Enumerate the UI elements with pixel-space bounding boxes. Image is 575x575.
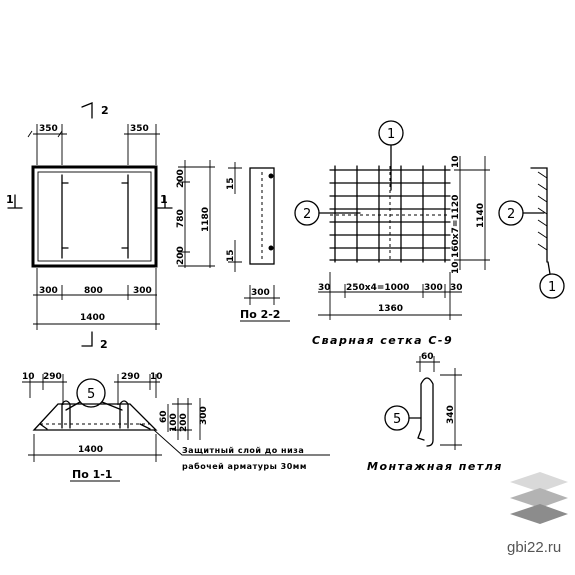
side-mark-left: 1 — [6, 193, 14, 206]
dim-lines-right — [178, 160, 215, 268]
section-1-1-dim-tr-2: 10 — [150, 372, 163, 382]
mesh-dim-right-top: 10 — [451, 155, 461, 168]
mesh-caption: Сварная сетка С-9 — [312, 334, 453, 347]
slab-inner-outline — [37, 171, 152, 262]
section-1-1-dim-bottom: 1400 — [78, 445, 103, 455]
section-1-1-dim-tl-2: 290 — [43, 372, 62, 382]
section-1-1-callout: 5 — [87, 387, 95, 402]
section-2-2-dim-width-line — [244, 285, 280, 305]
section-2-2-body — [249, 167, 275, 265]
plan-view: 2 350 350 1 1 200 780 200 1180 300 800 3… — [6, 102, 215, 351]
mesh-dim-bottom-1: 30 — [318, 283, 331, 293]
section-1-1-loop-left — [61, 400, 71, 429]
section-2-2-caption: По 2-2 — [240, 308, 280, 321]
section-2-2-dim-lines — [228, 162, 242, 272]
lifting-loop-shape — [417, 377, 434, 447]
mesh-dim-lines-bottom — [318, 272, 462, 320]
section-2-2-dim-bottom: 15 — [226, 249, 236, 262]
section-mark-arrow-top — [81, 102, 93, 119]
section-1-1-dim-tl-1: 10 — [22, 372, 35, 382]
section-1-1-dim-tr-1: 290 — [121, 372, 140, 382]
mesh-callout-left: 2 — [303, 207, 311, 222]
section-1-1-callout-leaders — [65, 401, 123, 411]
dim-lines-bottom — [33, 268, 160, 330]
dim-bottom-part-1: 300 — [39, 286, 58, 296]
section-1-1-caption: По 1-1 — [72, 468, 112, 481]
welded-mesh: 1 2 10 160x7=1120 10 1140 30 250x4=1000 … — [294, 120, 565, 347]
mesh-dim-lines-right — [454, 156, 490, 270]
dim-top-left: 350 — [39, 124, 58, 134]
section-2-2-dim-top: 15 — [226, 177, 236, 190]
side-mark-right-arrow — [157, 195, 173, 209]
mesh-side-callout-bottom-leader — [547, 261, 551, 275]
mesh-side-callout-bottom-circle — [539, 273, 565, 299]
section-2-2: 15 15 300 По 2-2 — [226, 162, 290, 322]
section-1-1-note-leader — [153, 429, 330, 456]
section-1-1-dim-v-3: 200 — [179, 413, 189, 432]
dim-right-part-3: 200 — [176, 246, 186, 265]
watermark-text: gbi22.ru — [507, 539, 561, 556]
section-1-1-dim-line-bottom — [28, 434, 162, 462]
loop-marks — [61, 182, 129, 249]
section-1-1-loop-right — [119, 400, 129, 429]
mesh-dim-bottom-4: 30 — [450, 283, 463, 293]
dim-bottom-part-2: 800 — [84, 286, 103, 296]
dim-bottom-total: 1400 — [80, 313, 105, 323]
mesh-callout-top: 1 — [387, 127, 395, 142]
mesh-grid — [329, 165, 451, 263]
section-1-1-dim-lines-left — [22, 374, 67, 405]
section-1-1-callout-circle — [76, 378, 106, 408]
dim-bottom-part-3: 300 — [133, 286, 152, 296]
side-mark-right: 1 — [160, 193, 168, 206]
section-1-1: 10 290 290 10 5 60 100 200 300 1400 По 1… — [22, 372, 330, 482]
mesh-side-callout-bottom: 1 — [548, 280, 556, 295]
section-2-2-bar-top — [268, 173, 274, 179]
side-mark-left-arrow — [7, 194, 23, 209]
section-mark-arrow-bottom — [81, 331, 93, 347]
mesh-side-view — [530, 167, 548, 263]
section-1-1-dim-lines-right-v — [167, 398, 192, 440]
section-1-1-dim-lines-right — [114, 374, 160, 405]
section-mark-top: 2 — [101, 104, 109, 117]
slab-outline — [31, 165, 158, 268]
mesh-side-callout-top: 2 — [507, 207, 515, 222]
section-1-1-dim-v-1: 60 — [159, 410, 169, 423]
dim-right-part-1: 200 — [176, 169, 186, 188]
lifting-loop-dim-top-line — [416, 356, 440, 372]
section-1-1-edge-marks — [39, 423, 151, 430]
watermark: gbi22.ru — [507, 472, 568, 556]
dim-right-total: 1180 — [201, 207, 211, 232]
section-1-1-dim-v-2: 100 — [169, 413, 179, 432]
mesh-dim-bottom-total: 1360 — [378, 304, 403, 314]
watermark-logo-icon — [510, 472, 568, 524]
section-1-1-note-line1: Защитный слой до низа — [182, 446, 304, 455]
dim-line-top-right — [124, 124, 160, 165]
section-mark-bottom: 2 — [100, 338, 108, 351]
lifting-loop-callout: 5 — [393, 412, 401, 427]
dim-line-top-left — [27, 124, 67, 165]
lifting-loop-dim-height: 340 — [446, 405, 456, 424]
mesh-dim-right-total: 1140 — [476, 203, 486, 228]
section-1-1-body — [32, 403, 158, 431]
section-1-1-dim-v-4: 300 — [199, 406, 209, 425]
lifting-loop-caption: Монтажная петля — [367, 460, 503, 473]
section-2-2-dim-width: 300 — [251, 288, 270, 298]
section-2-2-bar-bottom — [268, 245, 274, 251]
lifting-loop-dim-top: 60 — [421, 352, 434, 362]
dim-top-right: 350 — [130, 124, 149, 134]
dim-right-part-2: 780 — [176, 209, 186, 228]
lifting-loop: 60 340 5 Монтажная петля — [367, 352, 503, 473]
lifting-loop-dim-height-line — [440, 368, 462, 450]
section-1-1-note-line2: рабочей арматуры 30мм — [182, 461, 307, 471]
mesh-dim-right-middle: 160x7=1120 — [451, 195, 461, 258]
mesh-dim-bottom-3: 300 — [424, 283, 443, 293]
mesh-dim-bottom-2: 250x4=1000 — [346, 283, 409, 293]
mesh-dim-right-bottom: 10 — [451, 261, 461, 274]
